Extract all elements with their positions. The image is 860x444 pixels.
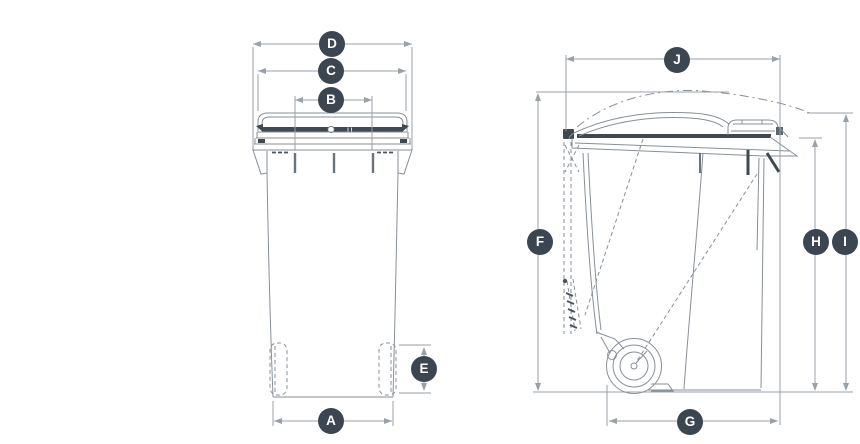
dimension-label-g: G (677, 409, 703, 435)
front-lid (256, 112, 409, 134)
side-lid-edge-bar (577, 134, 771, 138)
front-wheels (269, 342, 397, 396)
dimension-label-j: J (664, 47, 690, 73)
dimension-label-e: E (411, 356, 437, 382)
dimension-label-h: H (803, 229, 829, 255)
side-open-lid-handle (562, 278, 578, 329)
side-body (582, 152, 765, 391)
dimension-label-d: D (319, 31, 345, 57)
dimension-label-a: A (318, 408, 344, 434)
lid-hinge (563, 129, 574, 139)
side-wheel (595, 331, 674, 394)
construction-diagonals (584, 138, 758, 362)
dimension-label-b: B (318, 87, 344, 113)
side-open-lid-dashed (563, 142, 582, 334)
dimension-label-f: F (527, 229, 553, 255)
front-comb-slots (293, 153, 375, 173)
side-lid (568, 112, 730, 140)
side-view-drawing (533, 55, 853, 426)
front-rim (252, 131, 413, 154)
dimension-line-h (799, 137, 822, 391)
front-view-drawing (252, 41, 431, 426)
front-body (252, 149, 413, 398)
dimension-label-c: C (318, 58, 344, 84)
front-lid-lock-hole (327, 125, 335, 134)
dimension-label-i: I (832, 229, 858, 255)
side-rim (563, 129, 799, 175)
lid-swing-arc (576, 90, 813, 128)
dimension-line-j (565, 55, 781, 425)
